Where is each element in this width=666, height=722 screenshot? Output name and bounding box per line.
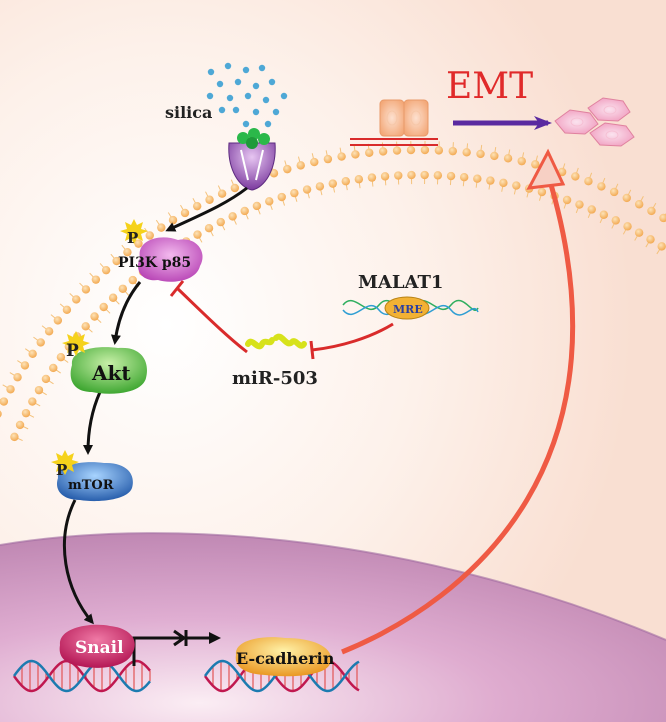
arrow-mtor-to-snail: [63, 499, 94, 625]
emt-title: EMT: [446, 66, 533, 107]
ecadherin-node: [235, 637, 332, 677]
mtor-node: [51, 450, 133, 502]
akt-phospho-label: P: [66, 341, 79, 361]
silica-particles: [206, 62, 288, 128]
snail-label: Snail: [75, 638, 124, 658]
akt-phospho-badge: [62, 331, 90, 356]
ecadherin-label: E-cadherin: [236, 649, 335, 668]
akt-label: Akt: [91, 361, 131, 385]
arrow-pi3k-to-akt: [110, 281, 142, 345]
arrow-emt-head: [526, 148, 566, 190]
pi3k-phospho-badge: [120, 219, 148, 244]
mre-label: MRE: [393, 303, 423, 316]
akt-node: [62, 331, 147, 394]
arrow-receptor-to-pi3k: [165, 186, 248, 232]
mir503-rna: [245, 333, 307, 350]
mtor-phospho-label: P: [56, 461, 67, 479]
malat1-label: MALAT1: [358, 272, 443, 293]
mtor-phospho-badge: [51, 450, 79, 475]
mtor-label: mTOR: [68, 478, 114, 493]
silica-label: silica: [165, 103, 212, 122]
malat1-rna: [342, 296, 479, 320]
mesenchymal-cells: [554, 97, 635, 147]
mir503-label: miR-503: [232, 368, 318, 389]
pi3k-label: PI3K p85: [118, 255, 191, 271]
snail-repression-mark: [173, 629, 188, 647]
pi3k-node: [120, 219, 203, 282]
membrane-receptor: [228, 128, 276, 191]
inhibition-mir503-to-pi3k: [169, 280, 248, 354]
arrow-ecadherin-to-emt: [341, 164, 576, 655]
snail-node: [59, 624, 135, 668]
nuclear-envelope: [0, 532, 666, 641]
arrow-akt-to-mtor: [83, 391, 102, 455]
nucleus: [0, 533, 666, 722]
inhibition-malat1-to-mir503: [309, 322, 394, 360]
pi3k-phospho-label: P: [127, 229, 138, 247]
transcription-arrow: [132, 632, 221, 666]
epithelial-cells: [350, 99, 438, 146]
